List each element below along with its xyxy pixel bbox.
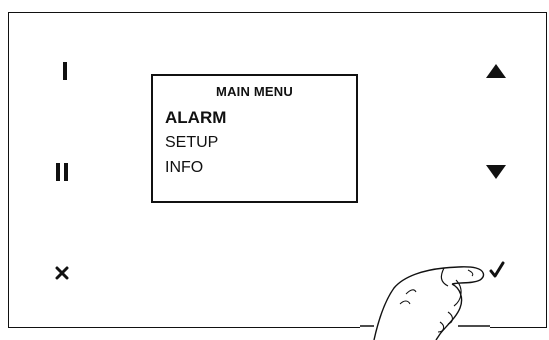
triangle-down-icon <box>485 164 507 180</box>
key-two-button[interactable] <box>45 157 79 187</box>
menu-item-setup[interactable]: SETUP <box>165 134 218 152</box>
single-bar-icon <box>61 62 69 80</box>
key-up-button[interactable] <box>479 56 513 86</box>
key-one-button[interactable] <box>48 56 82 86</box>
pressing-hand-icon <box>360 258 490 340</box>
menu-title: MAIN MENU <box>153 84 356 99</box>
menu-item-info[interactable]: INFO <box>165 159 203 177</box>
lcd-display: MAIN MENU ALARM SETUP INFO <box>151 74 358 203</box>
triangle-up-icon <box>485 63 507 79</box>
cross-icon <box>55 266 69 280</box>
double-bar-icon <box>55 163 69 181</box>
key-cancel-button[interactable] <box>45 258 79 288</box>
key-down-button[interactable] <box>479 157 513 187</box>
menu-item-alarm[interactable]: ALARM <box>165 109 226 127</box>
checkmark-icon <box>488 261 506 279</box>
